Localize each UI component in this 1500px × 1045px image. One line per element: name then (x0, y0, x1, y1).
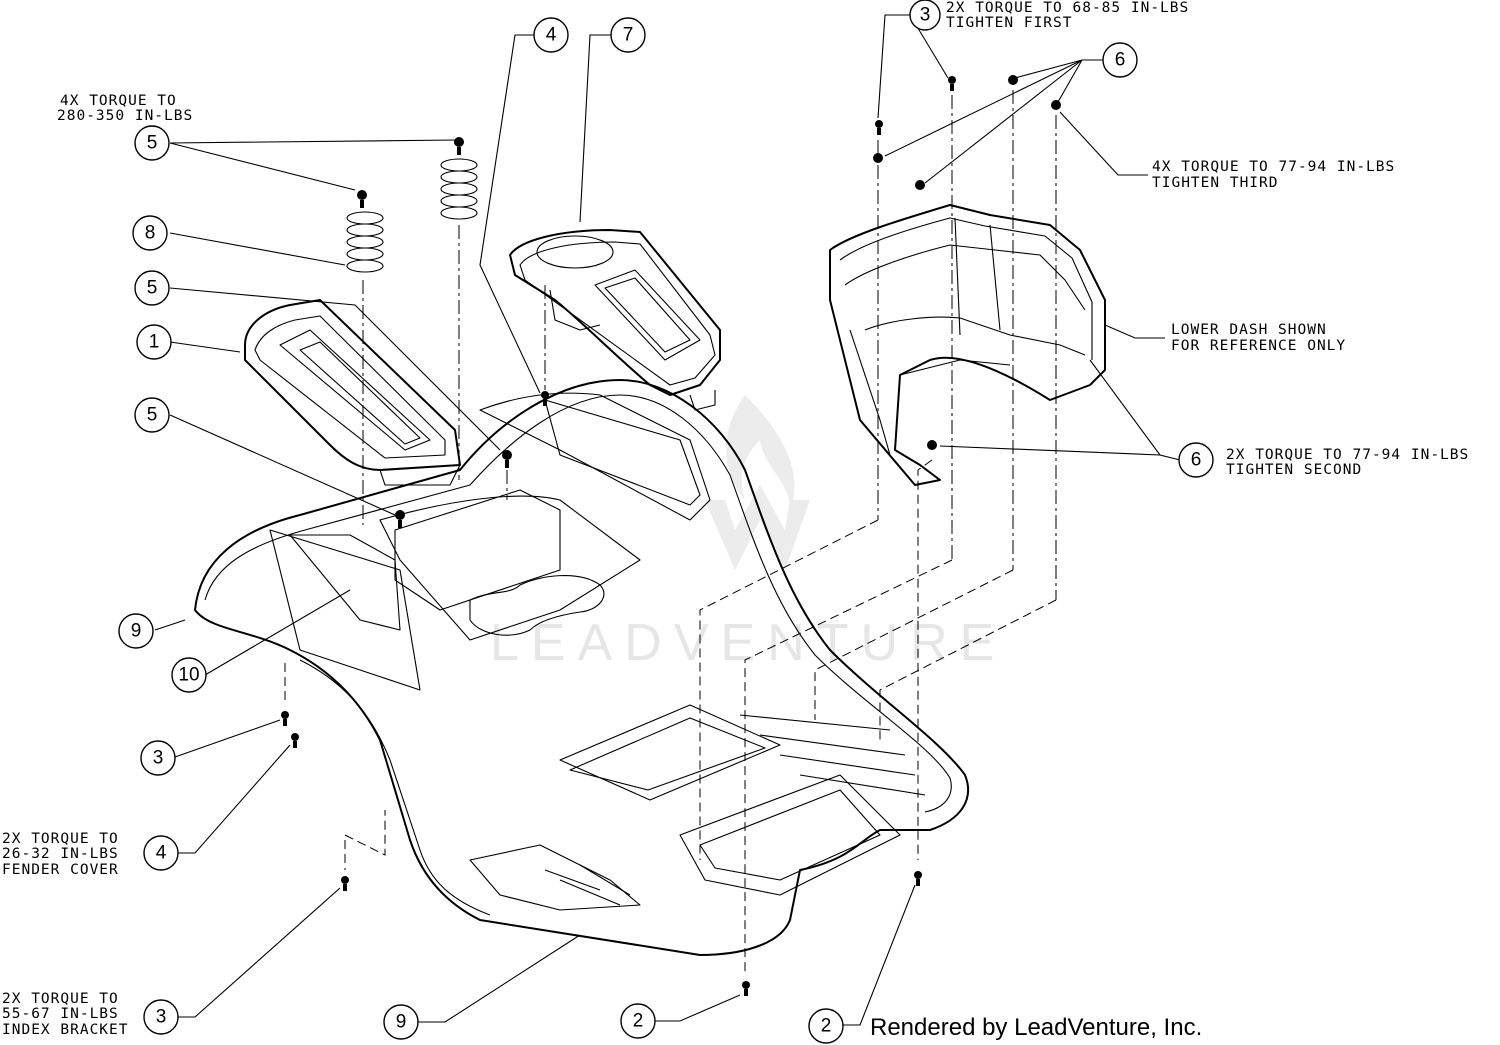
svg-text:INDEX BRACKET: INDEX BRACKET (2, 1022, 129, 1038)
svg-text:4X TORQUE TO: 4X TORQUE TO (60, 93, 177, 109)
callout-9-bottom: 9 (383, 1004, 419, 1040)
fasteners (281, 75, 1061, 996)
svg-text:2X TORQUE TO: 2X TORQUE TO (2, 991, 119, 1007)
svg-text:5: 5 (147, 133, 158, 154)
svg-text:TIGHTEN THIRD: TIGHTEN THIRD (1152, 175, 1279, 191)
bolt-icon (742, 981, 750, 996)
callout-10: 10 (171, 657, 207, 693)
svg-text:55-67 IN-LBS: 55-67 IN-LBS (2, 1006, 119, 1022)
credit-text: Rendered by LeadVenture, Inc. (870, 1014, 1202, 1041)
callout-2-right: 2 (808, 1008, 844, 1044)
callout-5-top: 5 (134, 125, 170, 161)
bolt-icon (291, 733, 299, 748)
nut-icon (1051, 100, 1061, 110)
svg-text:5: 5 (147, 278, 158, 299)
svg-text:7: 7 (623, 25, 634, 46)
svg-text:8: 8 (145, 223, 156, 244)
nut-icon (1008, 75, 1018, 85)
callout-5-mid: 5 (134, 270, 170, 306)
note-torque-77-94-second: 2X TORQUE TO 77-94 IN-LBS TIGHTEN SECOND (1226, 447, 1469, 478)
svg-text:26-32 IN-LBS: 26-32 IN-LBS (2, 846, 119, 862)
svg-text:10: 10 (178, 665, 199, 686)
svg-text:2X TORQUE TO 68-85 IN-LBS: 2X TORQUE TO 68-85 IN-LBS (946, 0, 1189, 16)
callout-8: 8 (132, 215, 168, 251)
bolt-icon (454, 137, 464, 155)
callout-5-low: 5 (134, 397, 170, 433)
svg-text:6: 6 (1191, 450, 1202, 471)
dash-console-part-7 (509, 229, 721, 411)
svg-text:4X TORQUE TO 77-94 IN-LBS: 4X TORQUE TO 77-94 IN-LBS (1152, 159, 1395, 175)
svg-text:4: 4 (156, 843, 167, 864)
note-index-bracket: 2X TORQUE TO 55-67 IN-LBS INDEX BRACKET (2, 991, 129, 1038)
note-fender-cover: 2X TORQUE TO 26-32 IN-LBS FENDER COVER (2, 831, 119, 878)
bolt-icon (502, 450, 512, 468)
callout-4-left: 4 (143, 835, 179, 871)
svg-text:9: 9 (131, 621, 142, 642)
callout-3-left: 3 (140, 740, 176, 776)
watermark-text: LEADVENTURE (490, 614, 1006, 672)
leader-lines (154, 14, 1181, 1026)
lower-dash-reference (829, 204, 1106, 486)
svg-text:2X TORQUE TO 77-94 IN-LBS: 2X TORQUE TO 77-94 IN-LBS (1226, 447, 1469, 463)
callout-3-top: 3 (909, 0, 941, 31)
callout-6-top: 6 (1102, 42, 1138, 78)
svg-text:TIGHTEN FIRST: TIGHTEN FIRST (946, 15, 1073, 31)
callout-1: 1 (136, 324, 172, 360)
bolt-icon (875, 120, 883, 135)
svg-text:3: 3 (153, 748, 164, 769)
bolt-icon (341, 876, 349, 891)
note-torque-280-350: 4X TORQUE TO 280-350 IN-LBS (57, 93, 193, 124)
fender-assembly (194, 379, 970, 956)
callout-3-bottom: 3 (143, 999, 179, 1035)
bolt-icon (948, 76, 956, 91)
svg-text:4: 4 (546, 25, 557, 46)
svg-text:2: 2 (633, 1011, 644, 1032)
svg-text:LOWER DASH SHOWN: LOWER DASH SHOWN (1171, 322, 1327, 338)
svg-text:1: 1 (149, 332, 160, 353)
svg-text:5: 5 (147, 405, 158, 426)
callout-6-right: 6 (1178, 442, 1214, 478)
svg-text:FOR REFERENCE ONLY: FOR REFERENCE ONLY (1171, 338, 1346, 354)
bolt-icon (357, 190, 367, 208)
callout-9-left: 9 (118, 613, 154, 649)
svg-text:6: 6 (1115, 50, 1126, 71)
nut-icon (927, 440, 937, 450)
watermark: LEADVENTURE (490, 395, 1006, 672)
seat-cover-part-1 (244, 299, 461, 486)
note-lower-dash: LOWER DASH SHOWN FOR REFERENCE ONLY (1171, 322, 1346, 354)
callout-2-mid: 2 (620, 1003, 656, 1039)
nut-icon (915, 180, 925, 190)
note-torque-77-94-third: 4X TORQUE TO 77-94 IN-LBS TIGHTEN THIRD (1152, 159, 1395, 191)
bolt-icon (541, 391, 549, 406)
svg-text:2: 2 (821, 1016, 832, 1037)
bolt-icon (395, 510, 405, 528)
bolt-icon (281, 711, 289, 726)
svg-text:2X TORQUE TO: 2X TORQUE TO (2, 831, 119, 847)
svg-text:FENDER COVER: FENDER COVER (2, 862, 119, 878)
svg-text:9: 9 (396, 1012, 407, 1033)
svg-text:3: 3 (156, 1007, 167, 1028)
callout-7: 7 (610, 17, 646, 53)
spring-part-8-right (440, 158, 478, 220)
note-torque-68-85: 2X TORQUE TO 68-85 IN-LBS TIGHTEN FIRST (946, 0, 1189, 31)
flame-logo-icon (726, 395, 795, 510)
spring-part-8-left (346, 211, 384, 273)
svg-text:280-350 IN-LBS: 280-350 IN-LBS (57, 108, 193, 124)
bolt-icon (914, 871, 922, 886)
svg-text:TIGHTEN SECOND: TIGHTEN SECOND (1226, 462, 1362, 478)
assembly-lines (284, 90, 1057, 975)
callout-4-top: 4 (533, 17, 569, 53)
w-logo-icon (705, 485, 810, 570)
svg-text:3: 3 (920, 5, 931, 26)
